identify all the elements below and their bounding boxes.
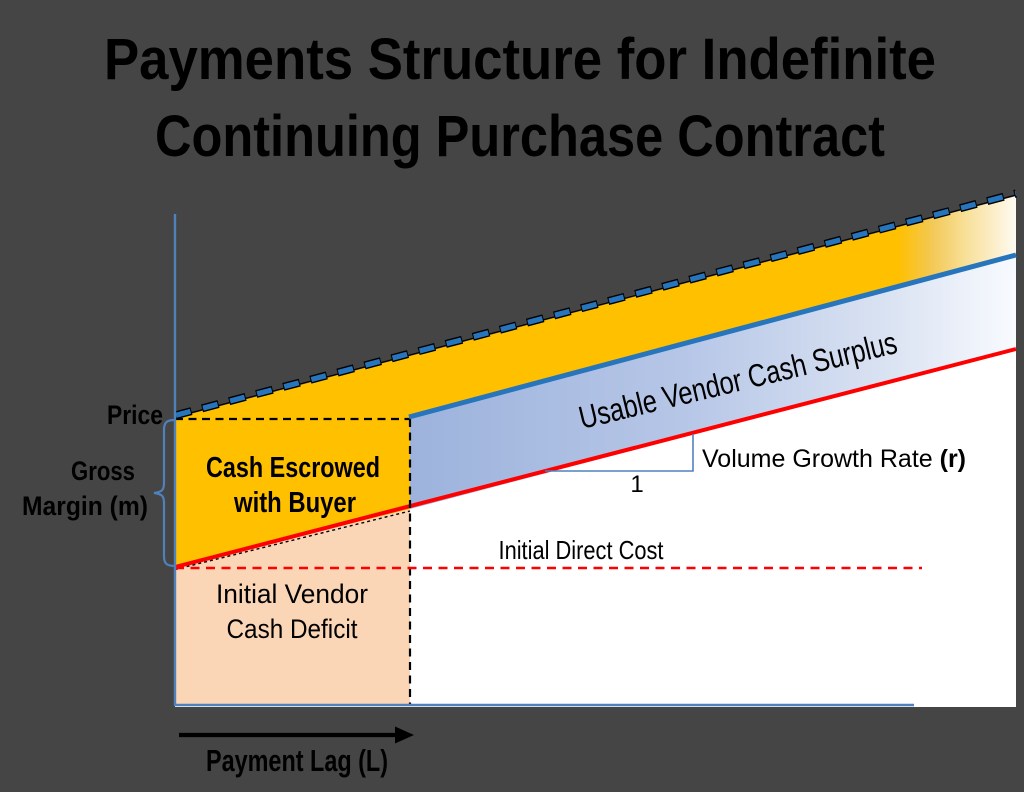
cash-escrowed-region (175, 196, 1016, 567)
initial-vendor-cash-deficit-region (175, 509, 410, 705)
initial-vendor-cash-deficit-label-line2: Cash Deficit (227, 614, 358, 644)
payment-lag-arrow-head (395, 726, 414, 744)
payment-lag-label: Payment Lag (L) (206, 743, 388, 778)
escrow-bottom-dotted-border (174, 510, 411, 571)
initial-vendor-cash-deficit-label-line1: Initial Vendor (216, 579, 368, 609)
volume-growth-rate-label-r: (r) (940, 445, 966, 473)
direct-cost-growth-line (174, 347, 1017, 569)
page-title-line2: Continuing Purchase Contract (155, 104, 885, 169)
cash-escrowed-label-line1: Cash Escrowed (206, 452, 380, 484)
price-label: Price (107, 400, 163, 430)
usable-vendor-cash-surplus-region (410, 255, 1016, 509)
initial-direct-cost-label: Initial Direct Cost (499, 535, 665, 565)
slope-run-label: 1 (630, 471, 643, 498)
gross-margin-label-line1: Gross (71, 456, 135, 486)
gross-margin-brace (153, 418, 176, 568)
cash-escrowed-label-line2: with Buyer (233, 487, 356, 519)
page-title-line1: Payments Structure for Indefinite (104, 27, 936, 92)
vendor-receipts-line (408, 252, 1017, 420)
gross-margin-label-line2: Margin (m) (22, 491, 148, 521)
price-dashed-line (174, 190, 1017, 419)
growth-rate-slope-triangle (545, 434, 694, 472)
volume-growth-rate-label-main: Volume Growth Rate (702, 445, 940, 473)
volume-growth-rate-label: Volume Growth Rate (r) (702, 445, 966, 473)
